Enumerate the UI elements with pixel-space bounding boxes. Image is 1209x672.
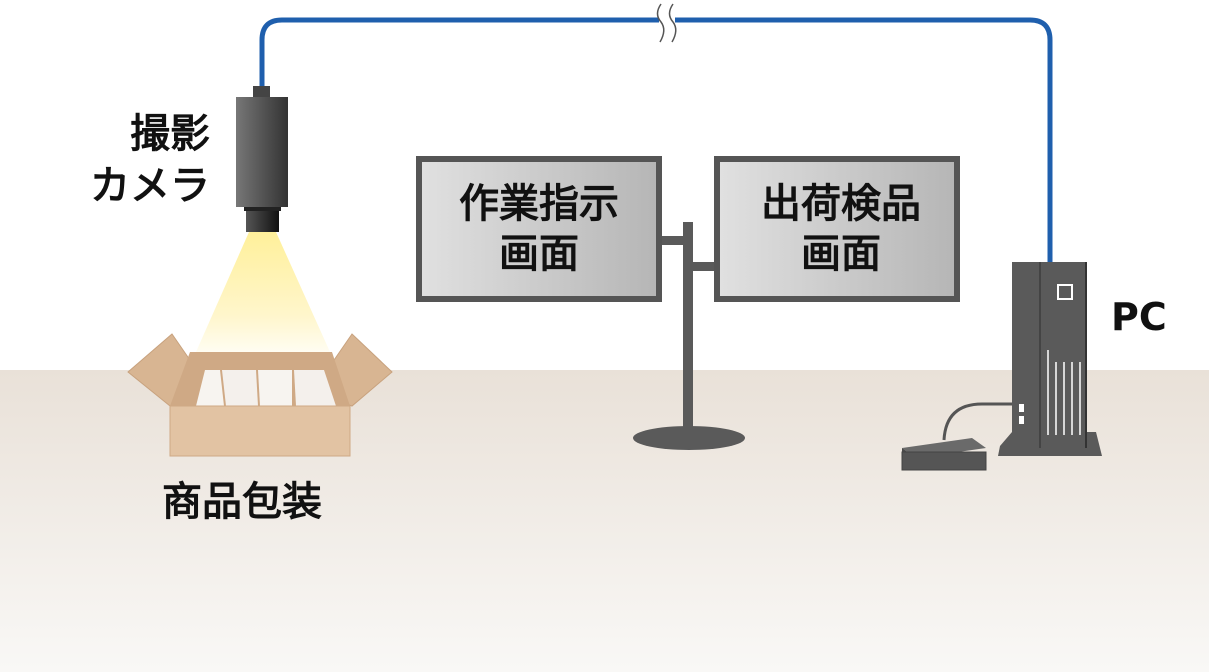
camera-label-line2: カメラ: [90, 163, 210, 209]
camera-icon: [236, 86, 288, 232]
camera-label-line1: 撮影: [130, 111, 210, 157]
pc-label: PC: [1111, 295, 1167, 339]
work-instruction-screen-label: 作業指示 画面: [424, 184, 654, 284]
camera-pc-cable: [259, 17, 1053, 262]
screen-right-line2: 画面: [801, 231, 881, 277]
monitor-left-icon: [416, 156, 662, 302]
shipping-inspection-screen-label: 出荷検品 画面: [726, 184, 956, 284]
cable-break-mark: [656, 3, 677, 43]
monitor-right-icon: [714, 156, 960, 302]
package-box-icon: [127, 333, 393, 457]
monitor-stand: [633, 222, 745, 450]
camera-light-beam: [196, 232, 330, 352]
screen-left-line1: 作業指示: [459, 181, 619, 227]
keyboard-icon: [901, 402, 1014, 471]
package-label: 商品包装: [162, 479, 322, 525]
camera-label: 撮影 カメラ: [62, 114, 210, 218]
screen-right-line1: 出荷検品: [761, 181, 921, 227]
pc-tower-icon: [998, 262, 1102, 456]
screen-left-line2: 画面: [499, 231, 579, 277]
